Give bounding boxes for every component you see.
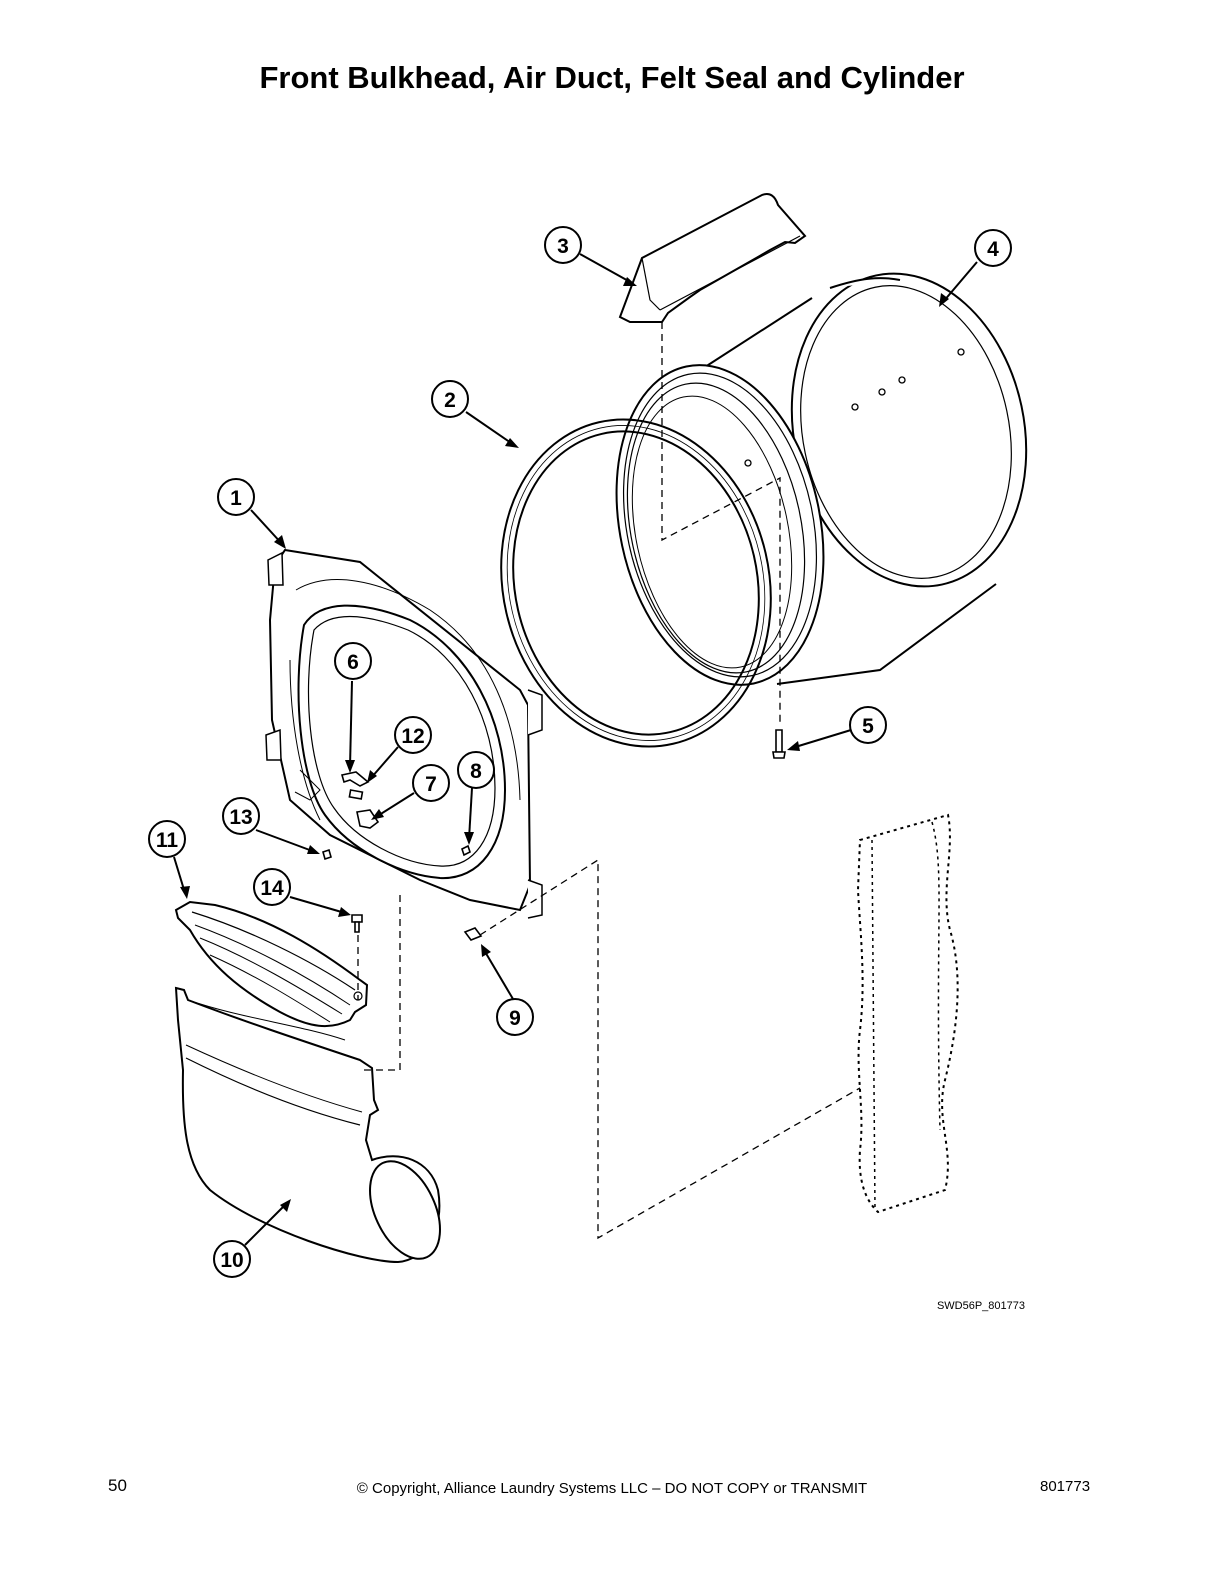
callout-2: 2: [431, 380, 469, 418]
callout-6: 6: [334, 642, 372, 680]
document-number: 801773: [1040, 1478, 1091, 1495]
svg-text:1: 1: [230, 487, 242, 510]
page-number: 50: [108, 1476, 127, 1495]
callout-5: 5: [849, 706, 887, 744]
callout-3: 3: [544, 226, 582, 264]
callout-12: 12: [394, 716, 432, 754]
filter-screw: [351, 914, 363, 933]
figure-code: SWD56P_801773: [937, 1300, 1025, 1312]
svg-text:11: 11: [156, 829, 179, 852]
callout-8: 8: [457, 751, 495, 789]
callout-13: 13: [222, 797, 260, 835]
callout-arrowheads: [180, 277, 949, 1212]
svg-text:2: 2: [444, 389, 456, 412]
callout-7: 7: [412, 764, 450, 802]
svg-text:9: 9: [509, 1007, 521, 1030]
assembly-guide-lines: [357, 322, 861, 1240]
callout-9: 9: [496, 998, 534, 1036]
svg-text:8: 8: [470, 760, 482, 783]
svg-text:4: 4: [987, 238, 999, 261]
svg-text:12: 12: [401, 725, 424, 748]
callout-14: 14: [253, 868, 291, 906]
callout-4: 4: [974, 229, 1012, 267]
svg-text:5: 5: [862, 715, 874, 738]
air-duct: [174, 986, 441, 1264]
svg-text:6: 6: [347, 651, 359, 674]
bulkhead-screw: [463, 927, 483, 941]
callout-11: 11: [148, 820, 186, 858]
dryer-side-panel-reference: [856, 813, 959, 1214]
bulkhead-small-parts: [322, 771, 471, 861]
copyright-notice: © Copyright, Alliance Laundry Systems LL…: [356, 1480, 868, 1497]
page-title: Front Bulkhead, Air Duct, Felt Seal and …: [259, 60, 965, 95]
svg-text:3: 3: [557, 235, 569, 258]
callout-1: 1: [217, 478, 255, 516]
callout-10: 10: [213, 1240, 251, 1278]
felt-seal: [500, 418, 772, 748]
svg-text:14: 14: [260, 877, 284, 900]
cylinder-screw: [772, 729, 786, 759]
svg-text:13: 13: [229, 806, 252, 829]
svg-text:10: 10: [220, 1249, 243, 1272]
cylinder-drum: [615, 272, 1032, 686]
lint-filter: [174, 900, 369, 1028]
air-duct-top: [618, 193, 807, 323]
callout-leaders: [173, 253, 978, 1246]
svg-text:7: 7: [425, 773, 437, 796]
